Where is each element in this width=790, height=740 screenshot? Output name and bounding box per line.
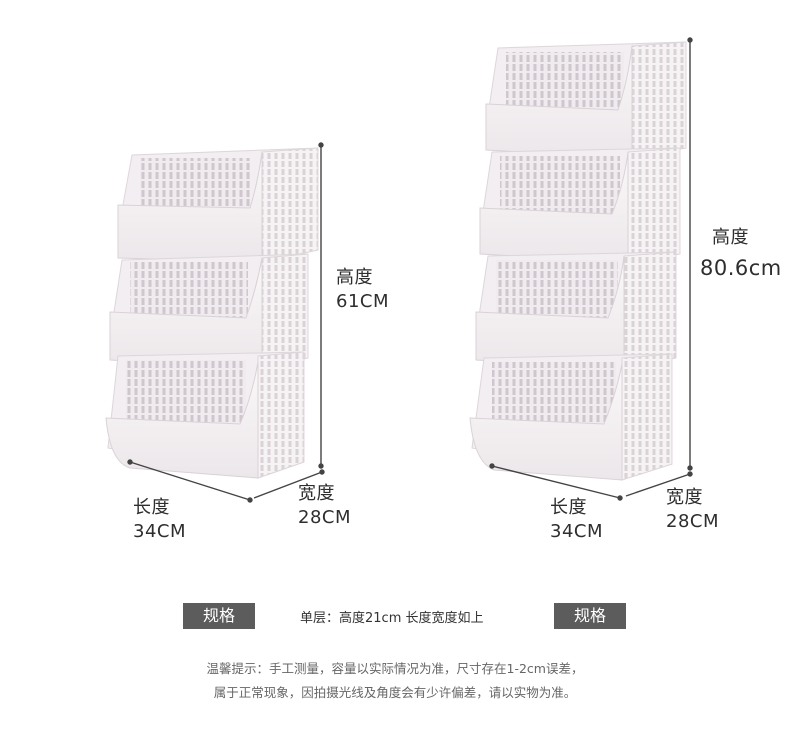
single-layer-spec: 单层：高度21cm 长度宽度如上 (300, 611, 484, 626)
left-basket-tier-3 (105, 351, 305, 479)
left-height-value: 61CM (336, 291, 390, 312)
left-length-value: 34CM (133, 521, 187, 542)
right-height-value: 80.6cm (700, 256, 782, 280)
notice-line-2: 属于正常现象，因拍摄光线及角度会有少许偏差，请以实物为准。 (213, 685, 577, 700)
right-basket-tier-1 (485, 41, 687, 159)
spec-badge-right: 规格 (554, 603, 626, 629)
right-width-value: 28CM (666, 511, 720, 532)
spec-badge-left: 规格 (183, 603, 255, 629)
right-basket-tier-2 (479, 147, 681, 263)
left-basket-tier-1 (117, 147, 319, 263)
left-basket-stack (105, 147, 319, 479)
left-width-label: 宽度 (298, 483, 335, 504)
right-length-value: 34CM (550, 521, 604, 542)
left-dimension-lines (127, 142, 325, 503)
left-width-value: 28CM (298, 507, 352, 528)
right-dimension-lines (489, 37, 693, 501)
right-height-label: 高度 (712, 227, 749, 248)
right-basket-stack (469, 41, 687, 481)
right-basket-tier-3 (475, 251, 677, 369)
left-height-label: 高度 (336, 267, 373, 288)
right-basket-tier-4 (469, 353, 673, 481)
left-basket-tier-2 (109, 253, 309, 369)
right-length-label: 长度 (550, 497, 587, 518)
left-length-label: 长度 (133, 497, 170, 518)
right-width-label: 宽度 (666, 487, 703, 508)
notice-line-1: 温馨提示：手工测量，容量以实际情况为准，尺寸存在1-2cm误差， (206, 661, 584, 676)
